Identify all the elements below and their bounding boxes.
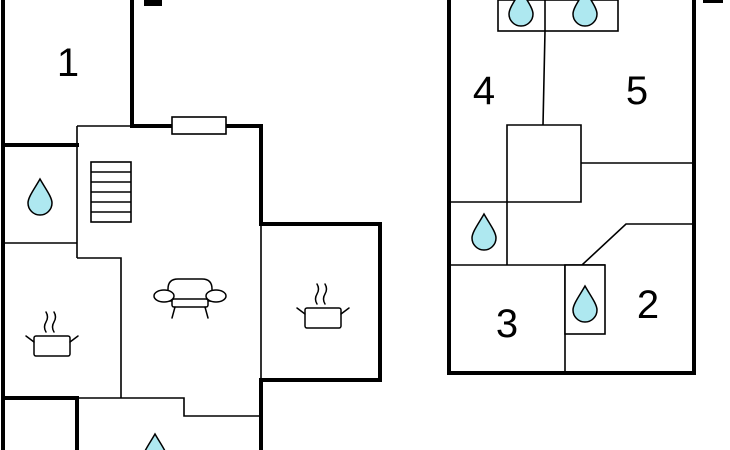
room-number-3: 3 <box>496 302 518 346</box>
left-floor: 1 <box>1 0 382 450</box>
window-icon <box>171 116 227 135</box>
water-drop-icon <box>508 0 534 27</box>
right-floor: 4 5 3 2 <box>447 0 723 375</box>
interior-lines <box>3 125 262 417</box>
room-number-5: 5 <box>626 69 648 113</box>
water-drop-icon <box>471 213 497 251</box>
stairs-icon <box>90 161 132 223</box>
cooking-pot-icon <box>25 311 79 357</box>
cooking-pot-icon <box>296 283 350 329</box>
lower-left-walls <box>1 396 79 450</box>
right-outer-walls <box>447 0 696 375</box>
water-drop-icon <box>572 0 598 27</box>
room-1-walls <box>1 0 134 450</box>
room-number-1: 1 <box>57 41 79 85</box>
sofa-icon <box>153 278 227 319</box>
room-number-2: 2 <box>637 283 659 327</box>
water-drop-icon <box>27 178 53 216</box>
room-number-4: 4 <box>473 69 495 113</box>
water-drop-icon <box>142 433 168 450</box>
top-wall-stub <box>144 0 162 6</box>
top-right-stub <box>703 0 723 3</box>
